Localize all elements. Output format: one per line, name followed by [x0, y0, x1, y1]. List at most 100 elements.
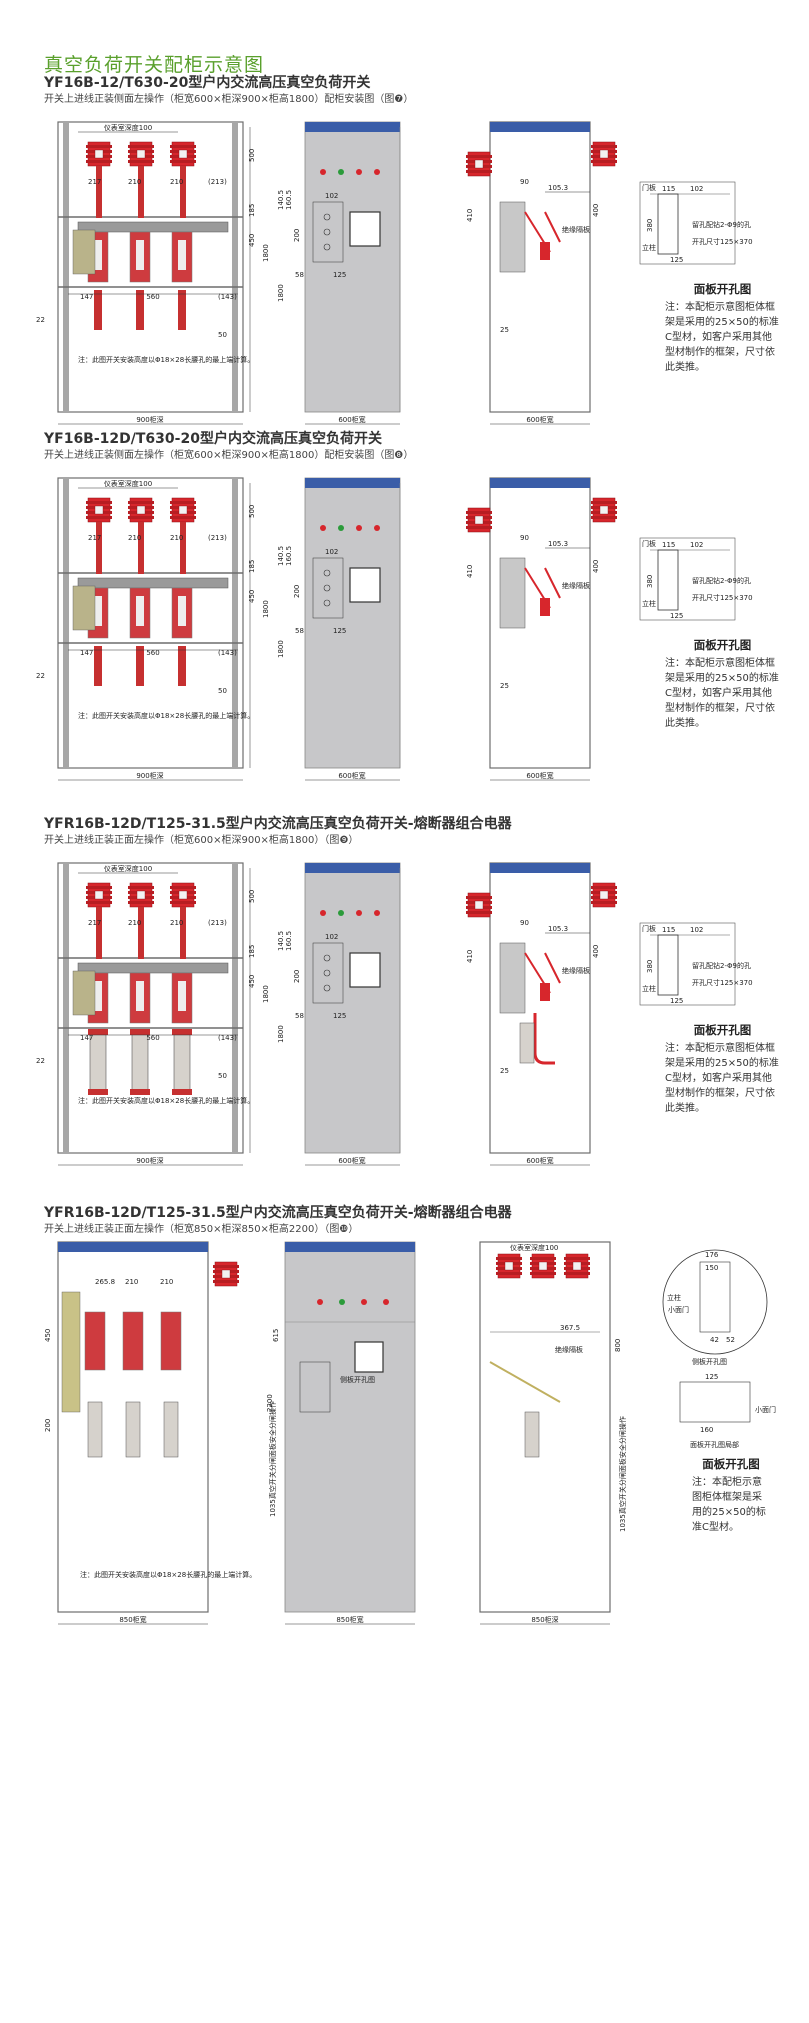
dim-200: 200 — [293, 229, 301, 242]
dim-213: (213) — [208, 178, 227, 186]
dim-210-a: 210 — [125, 1278, 138, 1286]
dim-160-5: 160.5 — [285, 190, 293, 210]
instrument-depth-label: 仪表室深度100 — [104, 864, 152, 873]
dim-185: 185 — [248, 204, 256, 217]
left-vertical-label: 1035真空开关分闸面板安全分闸操作 — [268, 1401, 277, 1517]
dim-125-detail: 125 — [705, 1373, 718, 1381]
dim-105-3: 105.3 — [548, 925, 568, 933]
section-subtitle: 开关上进线正装正面左操作（柜宽600×柜深900×柜高1800）（图❾） — [44, 835, 359, 846]
dim-58: 58 — [295, 627, 304, 635]
small-door-label: 小面门 — [668, 1305, 689, 1314]
panel-cutout-note: 面板开孔图注：本配柜示意图柜体框架是采用的25×50的标准C型材，如客户采用其他… — [665, 282, 780, 375]
width-label-c: 600柜宽 — [526, 771, 553, 780]
width-label-a-tall: 850柜宽 — [119, 1615, 146, 1624]
dim-265-8: 265.8 — [95, 1278, 115, 1286]
plate-cutout-size: 开孔尺寸125×370 — [692, 593, 753, 602]
dim-115: 115 — [662, 185, 675, 193]
plate-drill-note: 留孔配钻2-Φ9的孔 — [692, 220, 751, 229]
note-title: 面板开孔图 — [693, 638, 752, 652]
dim-58: 58 — [295, 271, 304, 279]
dim-50: 50 — [218, 331, 227, 339]
door-panel-label: 门板 — [642, 924, 656, 933]
dim-1800-front: 1800 — [277, 640, 285, 658]
dim-102-plate: 102 — [690, 185, 703, 193]
dim-500: 500 — [248, 505, 256, 518]
dim-800: 800 — [614, 1339, 622, 1352]
dim-58: 58 — [295, 1012, 304, 1020]
width-label-b: 600柜宽 — [338, 415, 365, 424]
width-label-c: 600柜宽 — [526, 415, 553, 424]
dim-102-plate: 102 — [690, 541, 703, 549]
dim-22: 22 — [36, 1057, 45, 1065]
dim-400: 400 — [592, 560, 600, 573]
dim-450-tall: 450 — [44, 1329, 52, 1342]
dim-213: (213) — [208, 919, 227, 927]
dim-150: 150 — [705, 1264, 718, 1272]
dim-217: 217 — [88, 919, 101, 927]
dim-2200: 2200 — [266, 1394, 274, 1412]
dim-210b: 210 — [170, 534, 183, 542]
door-panel-label: 门板 — [642, 183, 656, 192]
pillar-label: 立柱 — [642, 599, 656, 608]
dim-147: 147 — [80, 649, 93, 657]
dim-50: 50 — [218, 1072, 227, 1080]
section-subtitle: 开关上进线正装侧面左操作（柜宽600×柜深900×柜高1800）配柜安装图（图❽… — [44, 450, 414, 461]
dim-200: 200 — [293, 970, 301, 983]
width-label-c-tall: 850柜深 — [531, 1615, 558, 1624]
dim-400: 400 — [592, 945, 600, 958]
dim-25: 25 — [500, 1067, 509, 1075]
dim-210b: 210 — [170, 919, 183, 927]
dim-25: 25 — [500, 326, 509, 334]
small-door-label-2: 小面门 — [755, 1405, 776, 1414]
dim-125: 125 — [333, 1012, 346, 1020]
plate-cutout-size: 开孔尺寸125×370 — [692, 237, 753, 246]
mounting-height-note: 注：此图开关安装高度以Φ18×28长腰孔的最上端计算。 — [78, 711, 254, 720]
dim-147: 147 — [80, 1034, 93, 1042]
dim-90: 90 — [520, 919, 529, 927]
width-label-a: 900柜深 — [136, 771, 163, 780]
dim-200: 200 — [293, 585, 301, 598]
dim-160: 160 — [700, 1426, 713, 1434]
dim-140-5: 140.5 — [277, 931, 285, 951]
dim-367-5: 367.5 — [560, 1324, 580, 1332]
dim-25: 25 — [500, 682, 509, 690]
dim-210-b: 210 — [160, 1278, 173, 1286]
dim-143: (143) — [218, 649, 237, 657]
dim-210: 210 — [128, 919, 141, 927]
note-text: 注：本配柜示意图柜体框架是采用的25×50的标准C型材，如客户采用其他型材制作的… — [665, 302, 779, 373]
side-plate-cutout-label: 侧板开孔图 — [692, 1357, 727, 1366]
plate-cutout-size: 开孔尺寸125×370 — [692, 978, 753, 987]
dim-450: 450 — [248, 590, 256, 603]
section-subtitle: 开关上进线正装正面左操作（柜宽850×柜深850×柜高2200）（图❿） — [44, 1224, 359, 1235]
dim-210: 210 — [128, 534, 141, 542]
width-label-b: 600柜宽 — [338, 1156, 365, 1165]
dim-90: 90 — [520, 534, 529, 542]
note-text: 注：本配柜示意图柜体框架是采用的25×50的标准C型材，如客户采用其他型材制作的… — [665, 1043, 779, 1114]
dim-1800-front: 1800 — [277, 1025, 285, 1043]
section-title: YFR16B-12D/T125-31.5型户内交流高压真空负荷开关-熔断器组合电… — [44, 1205, 512, 1221]
instrument-depth-label: 仪表室深度100 — [104, 479, 152, 488]
dim-50: 50 — [218, 687, 227, 695]
dim-102: 102 — [325, 548, 338, 556]
dim-185: 185 — [248, 945, 256, 958]
dim-102: 102 — [325, 933, 338, 941]
mounting-height-note: 注：此图开关安装高度以Φ18×28长腰孔的最上端计算。 — [78, 355, 254, 364]
side-plate-label: 侧板开孔图 — [340, 1375, 375, 1384]
mounting-height-note: 注：此图开关安装高度以Φ18×28长腰孔的最上端计算。 — [78, 1096, 254, 1105]
section-subtitle: 开关上进线正装侧面左操作（柜宽600×柜深900×柜高1800）配柜安装图（图❼… — [44, 94, 414, 105]
dim-410: 410 — [466, 209, 474, 222]
dim-1800-front: 1800 — [277, 284, 285, 302]
note-text: 注：本配柜示意图柜体框架是采用的25×50的标准C型材，如客户采用其他型材制作的… — [665, 658, 779, 729]
